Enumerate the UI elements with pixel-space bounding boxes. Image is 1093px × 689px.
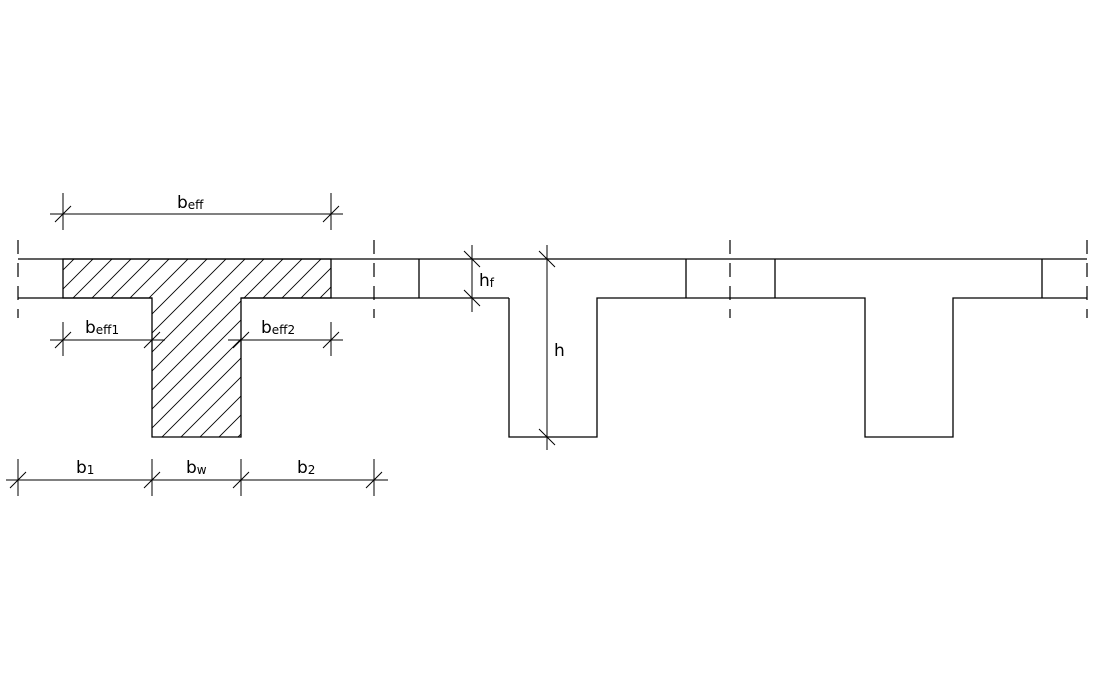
label-beff2: beff2 (261, 318, 295, 338)
dimension-bottom-chain (6, 459, 388, 496)
hatch-line (119, 259, 331, 437)
hatch-line (100, 259, 322, 437)
hatch-line (348, 240, 568, 460)
label-beff1: beff1 (85, 318, 119, 338)
hatch-line (63, 259, 132, 437)
label-hf: hf (479, 271, 495, 291)
label-beff: beff (177, 193, 204, 213)
dimension-h (538, 245, 556, 450)
dimension-hf (463, 245, 481, 312)
hatch-line (63, 259, 284, 437)
hatch-line (424, 240, 644, 460)
dimension-beff2 (228, 322, 343, 356)
hatch-line (309, 259, 331, 437)
hatch-line (271, 259, 331, 437)
hatch-line (63, 259, 208, 437)
label-b1: b1 (76, 458, 94, 478)
hatch-line (233, 259, 331, 437)
hatch-line (252, 259, 331, 437)
hatch-line (176, 259, 331, 437)
dimension-beff (50, 193, 343, 230)
hatch-line (290, 259, 331, 437)
hatch-line (63, 259, 265, 437)
label-b2: b2 (297, 458, 315, 478)
hatch-line (405, 240, 625, 460)
hatch-line (328, 259, 331, 437)
hatch-line (0, 240, 55, 460)
hatch-line (63, 259, 151, 437)
hatch-line (195, 259, 331, 437)
hatch-line (63, 259, 246, 437)
hatch-line (63, 259, 227, 437)
label-bw: bw (186, 458, 207, 478)
hatch-line (138, 259, 331, 437)
hatch-line (157, 259, 331, 437)
hatch-line (63, 259, 170, 437)
hatch-line (214, 259, 331, 437)
dimension-beff1 (50, 322, 165, 356)
hatch-line (63, 259, 113, 437)
effective-section-outline (62, 258, 332, 438)
hatch-line (81, 259, 303, 437)
label-h: h (554, 341, 565, 361)
beam-rib-middle (508, 297, 1087, 438)
hatch-line (0, 240, 17, 460)
hatch-line (63, 259, 189, 437)
